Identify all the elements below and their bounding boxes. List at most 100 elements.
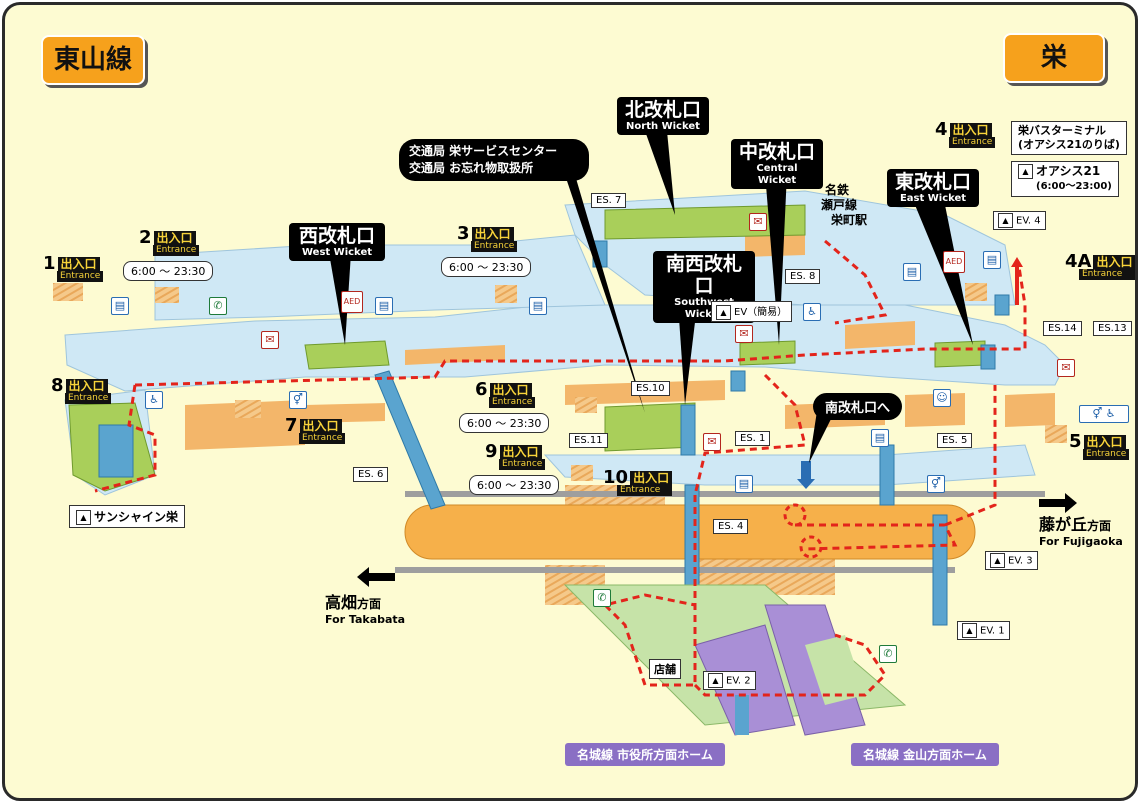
accessible-route: [94, 239, 1027, 697]
wicket-southwest: 南西改札口 Southwest Wicket: [653, 251, 755, 323]
exit-6-ja: 出入口: [489, 383, 532, 397]
elevator-ev3-label: EV. 3: [1008, 555, 1033, 567]
escalator-es13: ES.13: [1093, 321, 1132, 336]
exit-1-en: Entrance: [57, 271, 104, 282]
wheelchair-icon: ♿: [803, 303, 821, 321]
oasis-name: オアシス21: [1036, 164, 1101, 178]
elevator-ev1-label: EV. 1: [980, 625, 1005, 637]
bus-terminal-line2: (オアシス21のりば): [1018, 138, 1120, 151]
to-south-wicket: 南改札口へ: [813, 393, 903, 420]
ticket-office-icon: ✉: [749, 213, 767, 231]
wheelchair-icon: ♿: [145, 391, 163, 409]
wicket-southwest-ja: 南西改札口: [665, 253, 742, 297]
elevator-ev3: ▲EV. 3: [985, 551, 1038, 570]
escalator-es1: ES. 1: [735, 431, 771, 446]
exit-6-hours: 6:00 ～ 23:30: [459, 413, 550, 433]
wicket-west-en: West Wicket: [302, 247, 372, 258]
exit-4-ja: 出入口: [949, 123, 992, 137]
wicket-central: 中改札口 Central Wicket: [731, 139, 823, 189]
exit-1-number: 1: [43, 253, 56, 274]
oasis-hours: (6:00～23:00): [1036, 181, 1112, 192]
aed-icon: AED: [341, 291, 363, 313]
ticket-office-icon: ✉: [1057, 359, 1075, 377]
bus-terminal-line1: 栄バスターミナル: [1018, 124, 1106, 137]
platform-kanayama: 名城線 金山方面ホーム: [851, 743, 999, 766]
wicket-east-en: East Wicket: [899, 193, 967, 204]
direction-fujigaoka-ja: 藤が丘: [1039, 515, 1088, 534]
exit-7-en: Entrance: [299, 433, 346, 444]
telephone-icon: ✆: [879, 645, 897, 663]
elevator-icon: ▲: [708, 673, 723, 688]
meijo-platform: [563, 584, 907, 736]
elevator-icon: ▲: [76, 510, 91, 525]
ticket-machine-icon: ▤: [871, 429, 889, 447]
ticket-machine-icon: ▤: [375, 297, 393, 315]
direction-takabata: 高畑方面 For Takabata: [325, 589, 405, 626]
escalator-es4: ES. 4: [713, 519, 749, 534]
ticket-office-icon: ✉: [261, 331, 279, 349]
exit-9-hours: 6:00 ～ 23:30: [469, 475, 560, 495]
meitetsu-line2: 瀬戸線: [821, 198, 858, 212]
ticket-machine-icon: ▤: [111, 297, 129, 315]
down-arrow-icon: [797, 461, 815, 489]
exit-4-en: Entrance: [949, 137, 996, 148]
elevator-ev4: ▲EV. 4: [993, 211, 1046, 230]
exit-4-number: 4: [935, 119, 948, 140]
exit-6-number: 6: [475, 379, 488, 400]
exit-9-number: 9: [485, 441, 498, 462]
exit-6-en: Entrance: [489, 397, 536, 408]
exit-10-en: Entrance: [617, 485, 673, 496]
direction-takabata-en: For Takabata: [325, 613, 406, 626]
wicket-west-ja: 西改札口: [298, 225, 375, 247]
elevator-ev2-label: EV. 2: [726, 675, 751, 687]
elevator-icon: ▲: [998, 213, 1013, 228]
exit-7-ja: 出入口: [299, 419, 342, 433]
elevator-icon: ▲: [990, 553, 1005, 568]
ticket-office-icon: ✉: [735, 325, 753, 343]
escalator-es11: ES.11: [569, 433, 608, 448]
meitetsu-label: 名鉄 瀬戸線 栄町駅: [817, 183, 867, 228]
exit-9-en: Entrance: [499, 459, 546, 470]
wicket-north-ja: 北改札口: [624, 99, 701, 121]
exit-5-ja: 出入口: [1083, 435, 1126, 449]
line-name-tab: 東山線: [41, 35, 145, 85]
elevator-icon: ▲: [716, 304, 731, 320]
exit-3-number: 3: [457, 223, 470, 244]
up-arrow-icon: [1011, 257, 1023, 305]
exit-9-ja: 出入口: [499, 445, 542, 459]
exit-3-hours: 6:00 ～ 23:30: [441, 257, 532, 277]
meitetsu-line3: 栄町駅: [831, 213, 868, 227]
exit-4a-en: Entrance: [1079, 269, 1135, 280]
exit-4a-ja: 出入口: [1093, 255, 1135, 269]
wicket-north: 北改札口 North Wicket: [617, 97, 709, 135]
direction-takabata-ja: 高畑: [325, 593, 358, 612]
aed-icon: AED: [943, 251, 965, 273]
exit-4a-number: 4A: [1065, 251, 1092, 272]
restroom-icon: ⚥: [289, 391, 307, 409]
elevator-simple-label: EV（簡易）: [734, 307, 788, 318]
wicket-east: 東改札口 East Wicket: [887, 169, 979, 207]
exit-2-number: 2: [139, 227, 152, 248]
exit-7-number: 7: [285, 415, 298, 436]
sunshine-sakae-label: ▲サンシャイン栄: [69, 505, 186, 528]
sunshine-sakae-text: サンシャイン栄: [94, 510, 179, 524]
escalator-es14: ES.14: [1043, 321, 1082, 336]
ticket-machine-icon: ▤: [735, 475, 753, 493]
service-center: 交通局 栄サービスセンター 交通局 お忘れ物取扱所: [399, 139, 589, 181]
elevator-ev4-label: EV. 4: [1016, 215, 1041, 227]
exit-2-hours: 6:00 ～ 23:30: [123, 261, 214, 281]
exit-2-ja: 出入口: [153, 231, 196, 245]
escalator-es10: ES.10: [631, 381, 670, 396]
